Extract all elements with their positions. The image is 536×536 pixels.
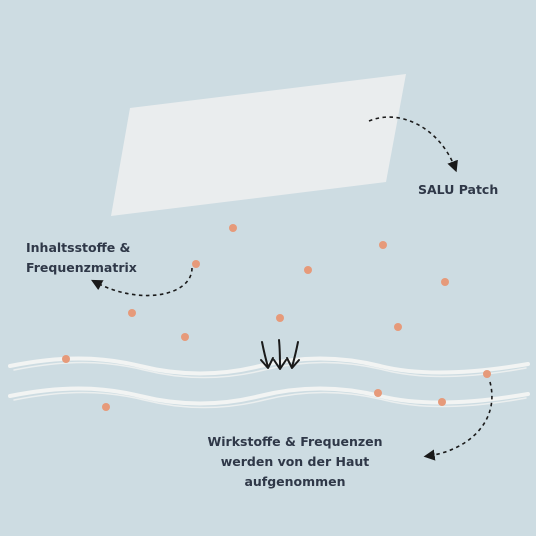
skin-wave-lower	[8, 386, 530, 406]
skin-label: Wirkstoffe & Frequenzen werden von der H…	[180, 432, 410, 492]
skin-label-line1: Wirkstoffe & Frequenzen	[207, 434, 383, 449]
skin-wave-upper	[8, 356, 530, 376]
particle-dot	[128, 309, 136, 317]
patch-label: SALU Patch	[418, 180, 498, 200]
skin-label-line2: werden von der Haut	[220, 454, 370, 469]
arrow-to-patch-label	[368, 116, 458, 173]
particle-dot	[438, 398, 446, 406]
patch-shape	[111, 74, 406, 216]
particle-dot	[192, 260, 200, 268]
down-arrows-icon	[260, 339, 300, 370]
arrow-to-skin-label	[423, 381, 493, 461]
particle-dot	[483, 370, 491, 378]
particle-dot	[62, 355, 70, 363]
patch-label-text: SALU Patch	[418, 182, 499, 197]
particle-dot	[276, 314, 284, 322]
matrix-label-line1: Inhaltsstoffe &	[26, 240, 131, 255]
matrix-label: Inhaltsstoffe & Frequenzmatrix	[26, 238, 137, 278]
particle-dot	[102, 403, 110, 411]
particle-dot	[374, 389, 382, 397]
skin-wave-lower-thin	[13, 391, 527, 409]
particle-dot	[394, 323, 402, 331]
particle-group	[62, 224, 491, 411]
particle-dot	[229, 224, 237, 232]
particle-dot	[304, 266, 312, 274]
skin-wave-upper-thin	[13, 361, 527, 379]
matrix-label-line2: Frequenzmatrix	[26, 260, 137, 275]
skin-label-line3: aufgenommen	[244, 474, 346, 489]
arrow-to-matrix-label	[91, 267, 193, 297]
particle-dot	[441, 278, 449, 286]
particle-dot	[379, 241, 387, 249]
particle-dot	[181, 333, 189, 341]
